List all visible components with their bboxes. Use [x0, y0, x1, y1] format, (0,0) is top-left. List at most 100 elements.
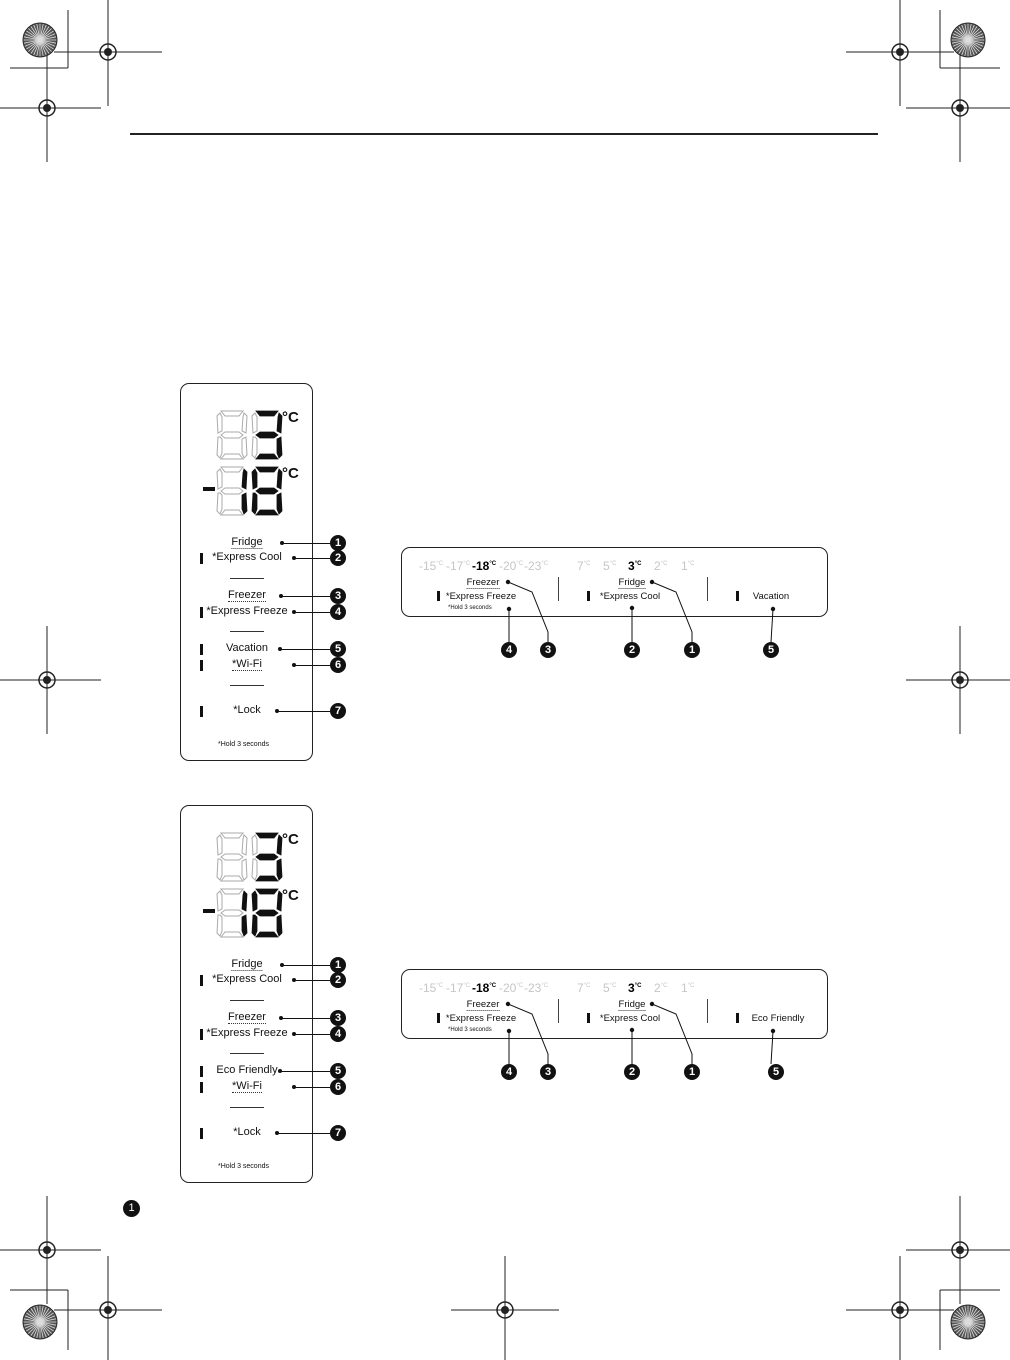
footnote: *Hold 3 seconds: [218, 741, 269, 748]
temp-value: 3: [628, 981, 635, 995]
freezer-temp-option: -18°C: [472, 981, 496, 995]
footnote: *Hold 3 seconds: [218, 1163, 269, 1170]
leader-dot: [629, 605, 635, 611]
registration-crosshair: [846, 1256, 954, 1360]
indicator-bar: [587, 591, 590, 601]
fridge-temp-option: 3°C: [628, 559, 641, 573]
registration-crosshair: [54, 1256, 162, 1360]
express-cool-label: *Express Cool: [599, 591, 661, 602]
freezer-temp-option: -15°C: [419, 981, 443, 995]
leader-line: [294, 1034, 330, 1035]
callout-badge: 6: [330, 1079, 346, 1095]
fridge-temp-option: 3°C: [628, 981, 641, 995]
registration-crosshair: [54, 0, 162, 106]
mode-label: Eco Friendly: [751, 1013, 805, 1024]
leader-dot: [505, 579, 511, 585]
leader-line: [281, 1018, 330, 1019]
indicator-bar: [437, 591, 440, 601]
callout-badge: 5: [330, 641, 346, 657]
seven-segment-digit: [251, 888, 283, 938]
item-label: *Lock: [233, 704, 261, 716]
callout-badge: 5: [330, 1063, 346, 1079]
leader-line: [281, 596, 330, 597]
temp-value: 2: [654, 981, 661, 995]
registration-crosshair: [451, 1256, 559, 1360]
temp-value: 7: [577, 559, 584, 573]
section-divider: [558, 577, 559, 601]
temp-value: 1: [681, 981, 688, 995]
temp-unit: °C: [634, 561, 642, 567]
header-rule: [130, 133, 878, 135]
indicator-bar: [587, 1013, 590, 1023]
item-label: *Express Freeze: [206, 605, 288, 617]
temp-unit: °C: [541, 983, 549, 989]
leader-line: [294, 980, 330, 981]
section-divider: [707, 577, 708, 601]
temp-unit: °C: [660, 983, 668, 989]
indicator-bar: [437, 1013, 440, 1023]
express-cool-label: *Express Cool: [599, 1013, 661, 1024]
leader-line: [277, 711, 330, 712]
minus-segment: [203, 909, 215, 913]
temp-unit: °C: [463, 983, 471, 989]
registration-crosshair: [0, 626, 101, 734]
temp-unit: °C: [489, 983, 497, 989]
item-label: Vacation: [226, 642, 268, 654]
color-registration-target: [950, 22, 986, 58]
divider: [230, 1053, 264, 1054]
indicator-bar: [200, 975, 203, 986]
unit-top-label: °C: [282, 831, 299, 848]
freezer-temp-option: -15°C: [419, 559, 443, 573]
color-registration-target: [950, 1304, 986, 1340]
item-label: Freezer: [228, 1011, 266, 1024]
temp-value: -15: [419, 981, 437, 995]
color-registration-target: [22, 1304, 58, 1340]
item-label: Eco Friendly: [216, 1064, 278, 1076]
leader-line: [294, 612, 330, 613]
express-freeze-label: *Express Freeze: [445, 591, 517, 602]
leader-dot: [770, 1028, 776, 1034]
leader-line: [651, 1003, 693, 1064]
fridge-temp-option: 5°C: [603, 981, 616, 995]
callout-badge: 2: [624, 642, 640, 658]
divider: [230, 578, 264, 579]
leader-line: [651, 581, 693, 642]
indicator-bar: [200, 660, 203, 671]
temp-value: -17: [446, 981, 464, 995]
temp-unit: °C: [687, 561, 695, 567]
mode-label: Vacation: [752, 591, 790, 602]
freezer-temp-option: -20°C: [499, 559, 523, 573]
freezer-temp-option: -23°C: [524, 559, 548, 573]
unit-bottom-label: °C: [282, 887, 299, 904]
seven-segment-digit: [251, 832, 283, 882]
temp-value: 2: [654, 559, 661, 573]
indicator-bar: [200, 1066, 203, 1077]
temp-value: 3: [628, 559, 635, 573]
seven-segment-digit: [216, 832, 248, 882]
fridge-label: Fridge: [618, 999, 646, 1011]
unit-bottom-label: °C: [282, 465, 299, 482]
seven-segment-digit: [251, 410, 283, 460]
temp-value: -18: [472, 559, 490, 573]
leader-line: [770, 608, 774, 643]
temp-value: 1: [681, 559, 688, 573]
callout-badge: 3: [330, 588, 346, 604]
temp-unit: °C: [660, 561, 668, 567]
callout-badge: 5: [768, 1064, 784, 1080]
fridge-label: Fridge: [618, 577, 646, 589]
registration-crosshair: [846, 0, 954, 106]
temp-unit: °C: [583, 983, 591, 989]
callout-badge: 2: [330, 972, 346, 988]
callout-badge: 3: [540, 1064, 556, 1080]
leader-line: [280, 1071, 330, 1072]
item-label: Fridge: [231, 536, 263, 549]
callout-badge: 2: [330, 550, 346, 566]
temp-value: -23: [524, 559, 542, 573]
temp-unit: °C: [463, 561, 471, 567]
fridge-temp-option: 7°C: [577, 559, 590, 573]
callout-badge: 1: [330, 957, 346, 973]
seven-segment-digit: [216, 410, 248, 460]
callout-badge: 2: [624, 1064, 640, 1080]
